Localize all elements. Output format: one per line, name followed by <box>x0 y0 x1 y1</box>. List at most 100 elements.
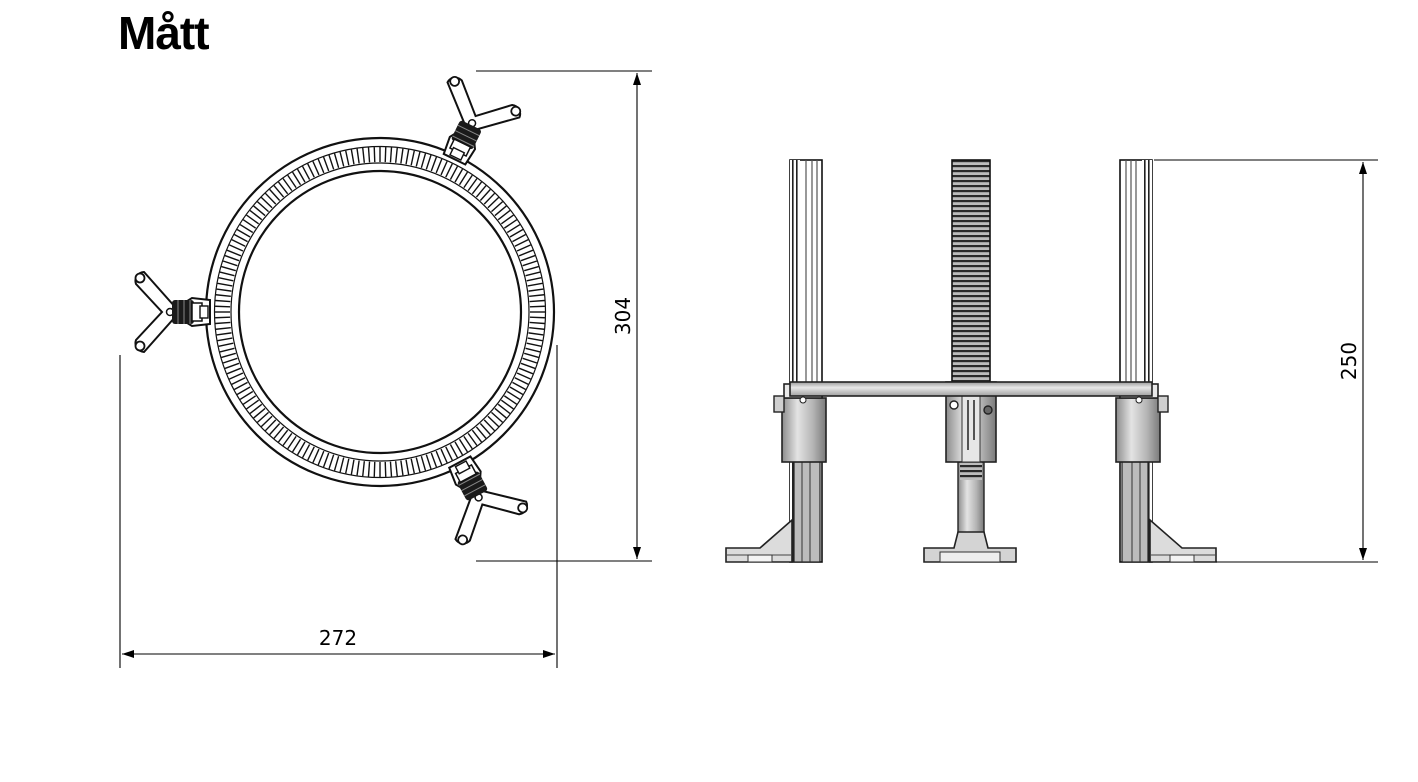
ring-rib <box>269 188 281 201</box>
ring-rib <box>394 461 398 477</box>
ring-rib <box>463 174 473 189</box>
ring-rib <box>475 185 487 198</box>
ring-rib <box>215 294 231 298</box>
ring-rib <box>529 316 545 319</box>
ring-rib <box>529 294 545 298</box>
ring-rib <box>249 403 263 415</box>
ring-rib <box>239 390 254 401</box>
ring-rib <box>231 377 246 385</box>
ring-rib <box>415 151 421 167</box>
ring-rib <box>246 399 260 410</box>
ring-rib <box>291 438 302 453</box>
ring-rib <box>215 299 231 303</box>
ring-rib <box>312 160 320 176</box>
ring-rib <box>500 214 514 225</box>
ring-rib <box>233 381 248 391</box>
ring-rib <box>350 149 355 165</box>
ring-rib <box>236 386 251 396</box>
ring-rib <box>458 171 469 186</box>
ring-rib <box>405 459 410 475</box>
ring-rib <box>273 426 285 439</box>
ring-rib <box>512 381 527 391</box>
ring-rib <box>497 403 511 415</box>
ring-rib <box>339 151 345 167</box>
ring-rib <box>425 454 432 470</box>
ring-rib <box>445 446 453 461</box>
ring-rib <box>491 411 504 423</box>
ring-rib <box>249 209 263 221</box>
ring-rib <box>277 429 289 443</box>
ring-rib <box>410 150 415 166</box>
ring-rib <box>226 249 242 257</box>
ring-rib <box>215 321 231 325</box>
ring-rib <box>527 282 543 287</box>
ring-rib <box>506 390 521 401</box>
center-leg <box>923 159 1017 563</box>
ring-rib <box>256 201 269 213</box>
ring-rib <box>264 192 277 205</box>
ring-rib <box>526 277 542 282</box>
ring-rib <box>503 219 518 229</box>
ring-rib <box>291 171 302 186</box>
ring-rib <box>273 185 285 198</box>
ring-rib <box>389 461 393 477</box>
ring-rib <box>479 423 491 436</box>
ring-rib <box>500 399 514 410</box>
ring-rib <box>528 288 544 292</box>
ring-rib <box>216 288 232 292</box>
ring-rib <box>440 448 448 464</box>
ring-rib <box>317 450 325 466</box>
ring-rib <box>430 156 438 172</box>
ring-rib <box>523 352 539 359</box>
ring-rib <box>307 163 315 178</box>
ring-rib <box>479 188 491 201</box>
ring-rib <box>497 209 511 221</box>
ring-rib <box>454 441 464 456</box>
ring-rib <box>394 147 398 163</box>
ring-rib <box>487 415 500 428</box>
ring-rib <box>425 154 432 170</box>
ring-rib <box>226 367 242 375</box>
ring-rib <box>215 305 231 308</box>
ring-rib <box>296 441 306 456</box>
ring-rib <box>322 156 330 172</box>
ring-rib <box>400 460 404 476</box>
cross-bar <box>789 381 1153 397</box>
ring-rib <box>218 277 234 282</box>
ring-rib <box>529 305 545 308</box>
ring-rib <box>296 168 306 183</box>
ring-rib <box>256 411 269 423</box>
ring-rib <box>260 415 273 428</box>
ring-rib <box>410 458 415 474</box>
ring-rib <box>312 448 320 464</box>
ring-rib <box>526 342 542 347</box>
ring-rib <box>458 438 469 453</box>
dimension-label-272: 272 <box>319 626 357 650</box>
ring-rib <box>503 395 518 405</box>
ring-rib <box>494 205 507 217</box>
ring-ribs <box>215 147 545 477</box>
ring-rib <box>384 147 387 163</box>
ring-rib <box>516 244 532 252</box>
ring-rib <box>509 228 524 238</box>
ring-rib <box>518 367 534 375</box>
ring-rib <box>525 271 541 277</box>
dimension-label-250: 250 <box>1337 342 1361 380</box>
ring-rib <box>514 377 529 385</box>
ring-rib <box>512 233 527 243</box>
ring-rib <box>527 337 543 342</box>
ring-rib <box>529 326 545 330</box>
ring-rib <box>435 158 443 174</box>
ring-rib <box>463 435 473 450</box>
ring-rib <box>520 362 536 370</box>
ring-rib <box>518 249 534 257</box>
ring-rib <box>219 271 235 277</box>
ring-rib <box>339 457 345 473</box>
ring-rib <box>231 239 246 247</box>
ring-rib <box>333 153 340 169</box>
ring-rib <box>221 352 237 359</box>
ring-rib <box>239 223 254 234</box>
dimension-250: 250 <box>1154 159 1378 563</box>
ring-rib <box>221 265 237 272</box>
ring-rib <box>525 347 541 353</box>
